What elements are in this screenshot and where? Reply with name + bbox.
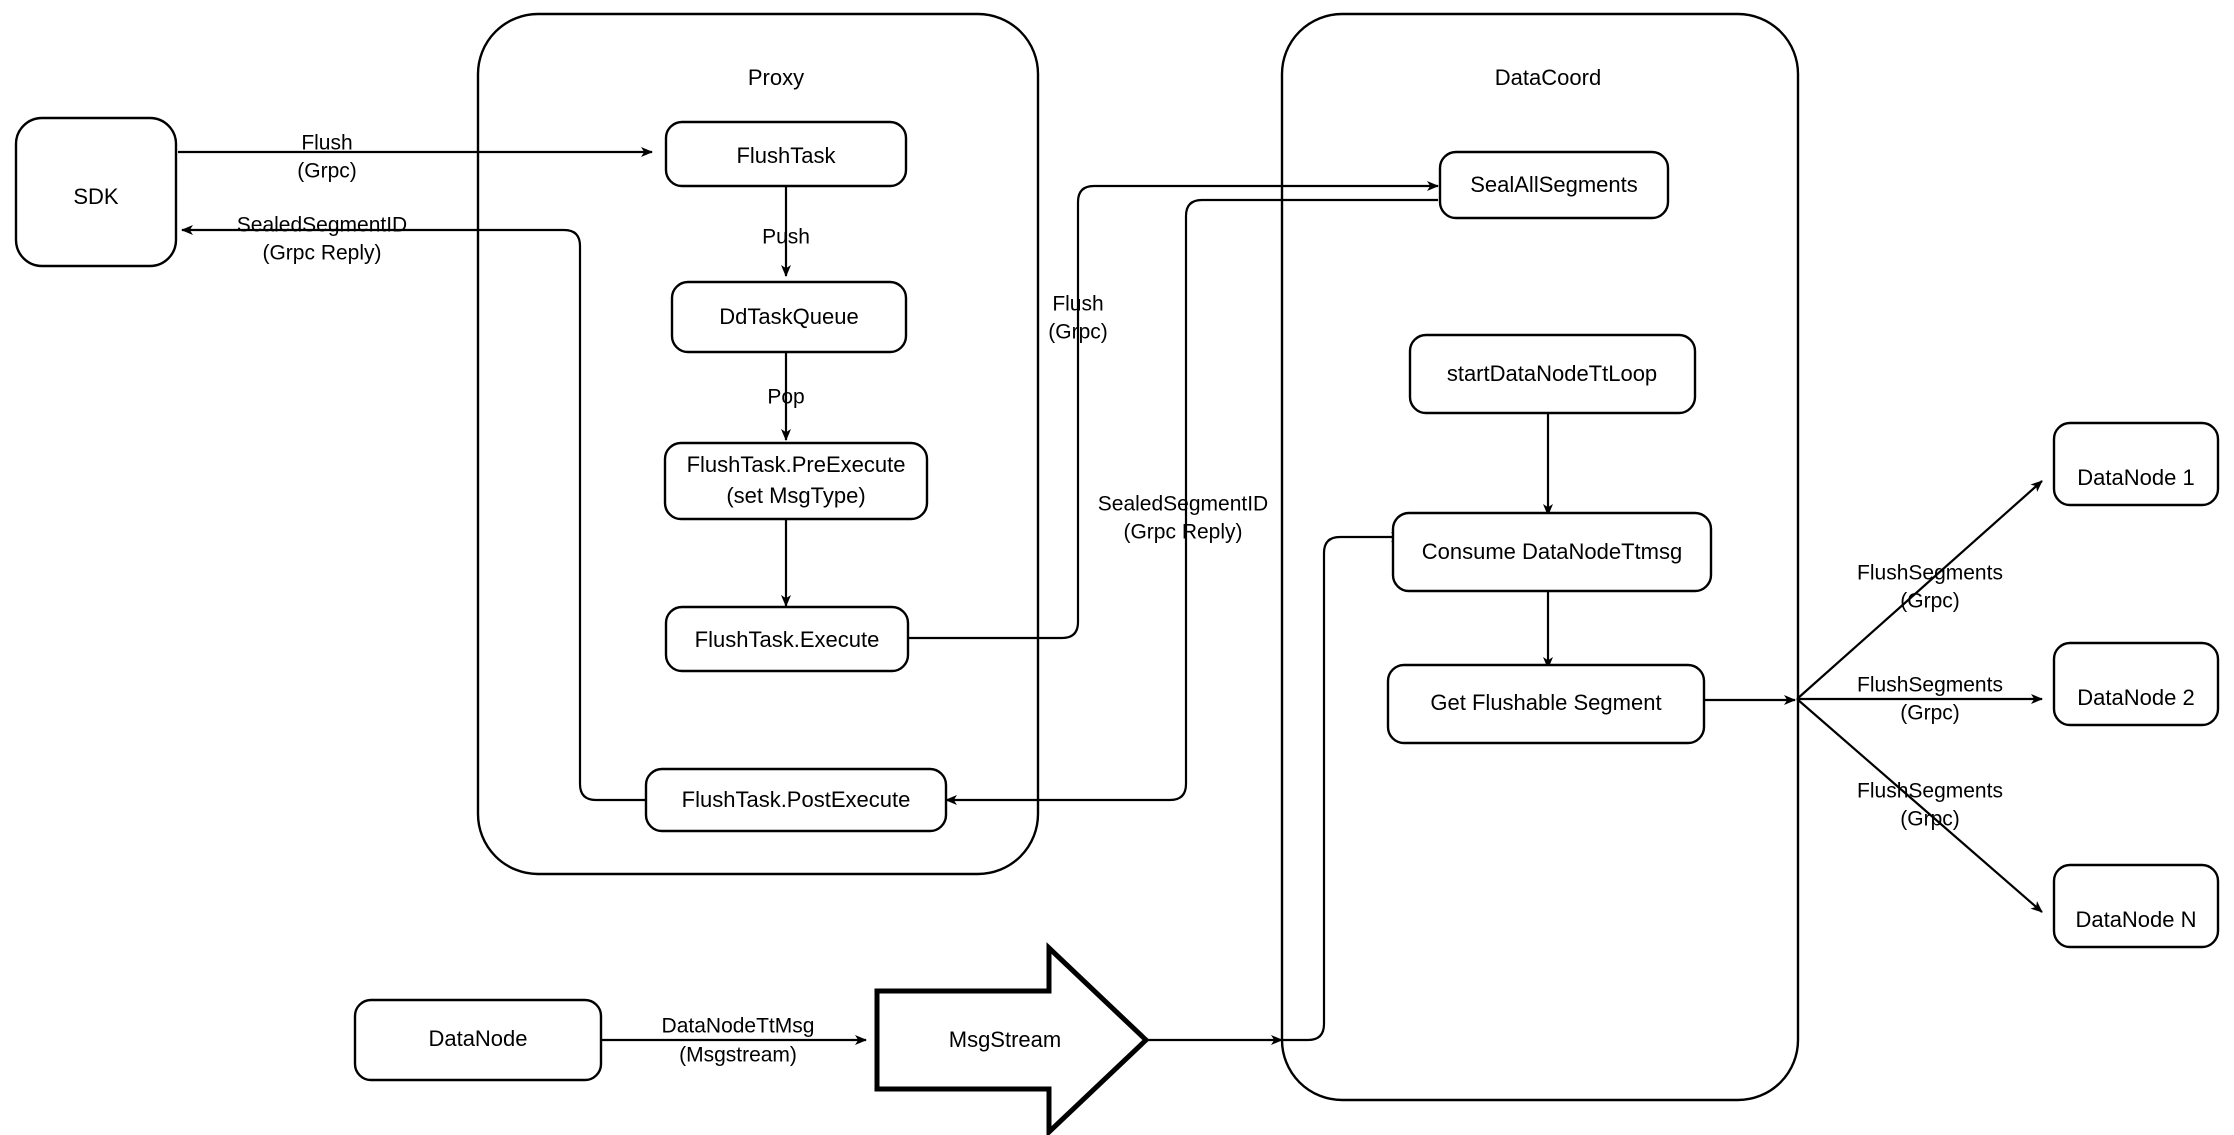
node-flushtask-label: FlushTask — [736, 143, 836, 168]
node-flushtask-execute-label: FlushTask.Execute — [695, 627, 880, 652]
container-proxy — [476, 12, 1040, 876]
edge-datacoord-to-postexecute — [945, 198, 1438, 805]
node-flushtask-postexecute[interactable]: FlushTask.PostExecute — [644, 767, 948, 833]
node-sdk-label: SDK — [73, 184, 119, 209]
node-datanode-source[interactable]: DataNode — [353, 998, 603, 1082]
edge-label-flushsegments-n-line1: FlushSegments — [1857, 780, 2003, 803]
edge-label-flushsegments-2-line1: FlushSegments — [1857, 674, 2003, 697]
node-sdk-box[interactable] — [14, 116, 178, 268]
node-datanode-2-box[interactable] — [2052, 641, 2220, 727]
node-msgstream[interactable]: MsgStream — [874, 942, 1150, 1135]
node-datanode-2[interactable]: DataNode 2 — [2052, 641, 2220, 727]
node-msgstream-label: MsgStream — [949, 1027, 1061, 1052]
edge-label-flush-grpc-line2: (Grpc) — [297, 160, 357, 183]
edge-label-flush-to-datacoord-line2: (Grpc) — [1048, 321, 1108, 344]
node-consume-datanodettmsg[interactable]: Consume DataNodeTtmsg — [1391, 511, 1713, 593]
node-consume-datanodettmsg-label: Consume DataNodeTtmsg — [1422, 539, 1682, 564]
container-proxy-label: Proxy — [748, 65, 804, 90]
node-flushtask-preexecute-label-line1: FlushTask.PreExecute — [687, 452, 906, 477]
node-get-flushable-segment-label: Get Flushable Segment — [1430, 690, 1661, 715]
node-ddtaskqueue[interactable]: DdTaskQueue — [670, 280, 908, 354]
edge-label-flushsegments-2-line2: (Grpc) — [1900, 702, 1960, 725]
edge-label-flushsegments-1-line2: (Grpc) — [1900, 590, 1960, 613]
node-ddtaskqueue-label: DdTaskQueue — [719, 304, 858, 329]
node-datanode-2-label: DataNode 2 — [2077, 685, 2194, 710]
node-flushtask[interactable]: FlushTask — [664, 120, 908, 188]
node-get-flushable-segment-box[interactable] — [1386, 663, 1706, 745]
node-sealallsegments-box[interactable] — [1438, 150, 1670, 220]
container-datacoord — [1280, 12, 1800, 1102]
edge-label-datanodettmsg-line1: DataNodeTtMsg — [662, 1015, 815, 1038]
node-startdatanodettloop[interactable]: startDataNodeTtLoop — [1408, 333, 1697, 415]
node-sdk[interactable]: SDK — [14, 116, 178, 268]
node-startdatanodettloop-label: startDataNodeTtLoop — [1447, 361, 1657, 386]
node-flushtask-execute-box[interactable] — [664, 605, 910, 673]
node-sealallsegments[interactable]: SealAllSegments — [1438, 150, 1670, 220]
node-datanode-1[interactable]: DataNode 1 — [2052, 421, 2220, 507]
edge-label-flush-to-datacoord-line1: Flush — [1052, 293, 1103, 316]
container-datacoord-label: DataCoord — [1495, 65, 1601, 90]
node-flushtask-preexecute-box[interactable] — [663, 441, 929, 521]
edge-label-flushsegments-1-line1: FlushSegments — [1857, 562, 2003, 585]
edge-fanout-to-datanode1 — [1796, 480, 2043, 700]
edge-label-sealedsegmentid-to-proxy-line2: (Grpc Reply) — [1123, 521, 1242, 544]
node-flushtask-preexecute[interactable]: FlushTask.PreExecute (set MsgType) — [663, 441, 929, 521]
edge-label-sealedsegmentid-to-proxy-line1: SealedSegmentID — [1098, 493, 1268, 516]
edge-datacoord-tt-inlet — [1282, 532, 1403, 1042]
node-flushtask-postexecute-label: FlushTask.PostExecute — [682, 787, 911, 812]
node-datanode-1-label: DataNode 1 — [2077, 465, 2194, 490]
node-datanode-1-box[interactable] — [2052, 421, 2220, 507]
node-ddtaskqueue-box[interactable] — [670, 280, 908, 354]
edge-label-flushsegments-n-line2: (Grpc) — [1900, 808, 1960, 831]
node-msgstream-shape[interactable] — [874, 942, 1150, 1135]
edge-label-datanodettmsg-line2: (Msgstream) — [679, 1044, 797, 1067]
edge-execute-to-datacoord — [908, 181, 1439, 640]
edge-fanout-to-datanoden — [1796, 698, 2043, 913]
edge-proxy-to-sdk — [181, 225, 658, 802]
node-startdatanodettloop-box[interactable] — [1408, 333, 1697, 415]
node-datanode-n-box[interactable] — [2052, 863, 2220, 949]
node-sealallsegments-label: SealAllSegments — [1470, 172, 1638, 197]
edge-label-sealedsegmentid-reply-line1: SealedSegmentID — [237, 214, 407, 237]
node-consume-datanodettmsg-box[interactable] — [1391, 511, 1713, 593]
node-flushtask-box[interactable] — [664, 120, 908, 188]
edge-label-flush-grpc-line1: Flush — [301, 132, 352, 155]
edge-label-pop: Pop — [767, 386, 804, 409]
node-datanode-n-label: DataNode N — [2075, 907, 2196, 932]
node-flushtask-postexecute-box[interactable] — [644, 767, 948, 833]
node-flushtask-execute[interactable]: FlushTask.Execute — [664, 605, 910, 673]
node-datanode-source-box[interactable] — [353, 998, 603, 1082]
edge-label-sealedsegmentid-reply-line2: (Grpc Reply) — [262, 242, 381, 265]
node-datanode-n[interactable]: DataNode N — [2052, 863, 2220, 949]
edge-label-push: Push — [762, 226, 810, 249]
node-get-flushable-segment[interactable]: Get Flushable Segment — [1386, 663, 1706, 745]
node-flushtask-preexecute-label-line2: (set MsgType) — [726, 483, 865, 508]
node-datanode-source-label: DataNode — [428, 1026, 527, 1051]
